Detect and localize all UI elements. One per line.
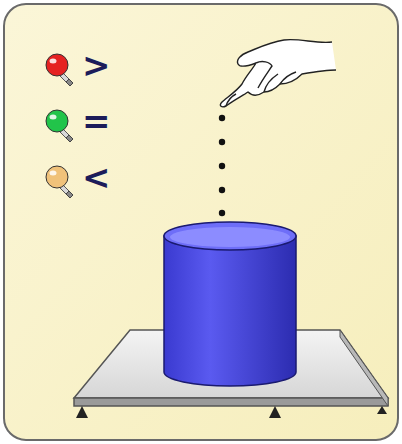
legend-symbol: < [82, 160, 111, 194]
legend-swatch [46, 110, 68, 132]
legend-symbol: = [82, 104, 111, 138]
legend-swatch [46, 166, 68, 188]
bulb-tip [66, 135, 73, 142]
hand [220, 40, 336, 107]
bulb-tip [66, 79, 73, 86]
bulb-highlight [50, 115, 57, 120]
panel [4, 4, 398, 440]
bulb-highlight [50, 59, 57, 64]
legend-swatch [46, 54, 68, 76]
water-cylinder [164, 222, 296, 386]
light-bulb [44, 164, 78, 198]
bulb-tip [66, 191, 73, 198]
bulb-highlight [50, 171, 57, 176]
light-bulb [44, 108, 78, 142]
legend-symbol: > [82, 48, 111, 82]
light-bulb [44, 52, 78, 86]
falling-drops [219, 115, 225, 216]
